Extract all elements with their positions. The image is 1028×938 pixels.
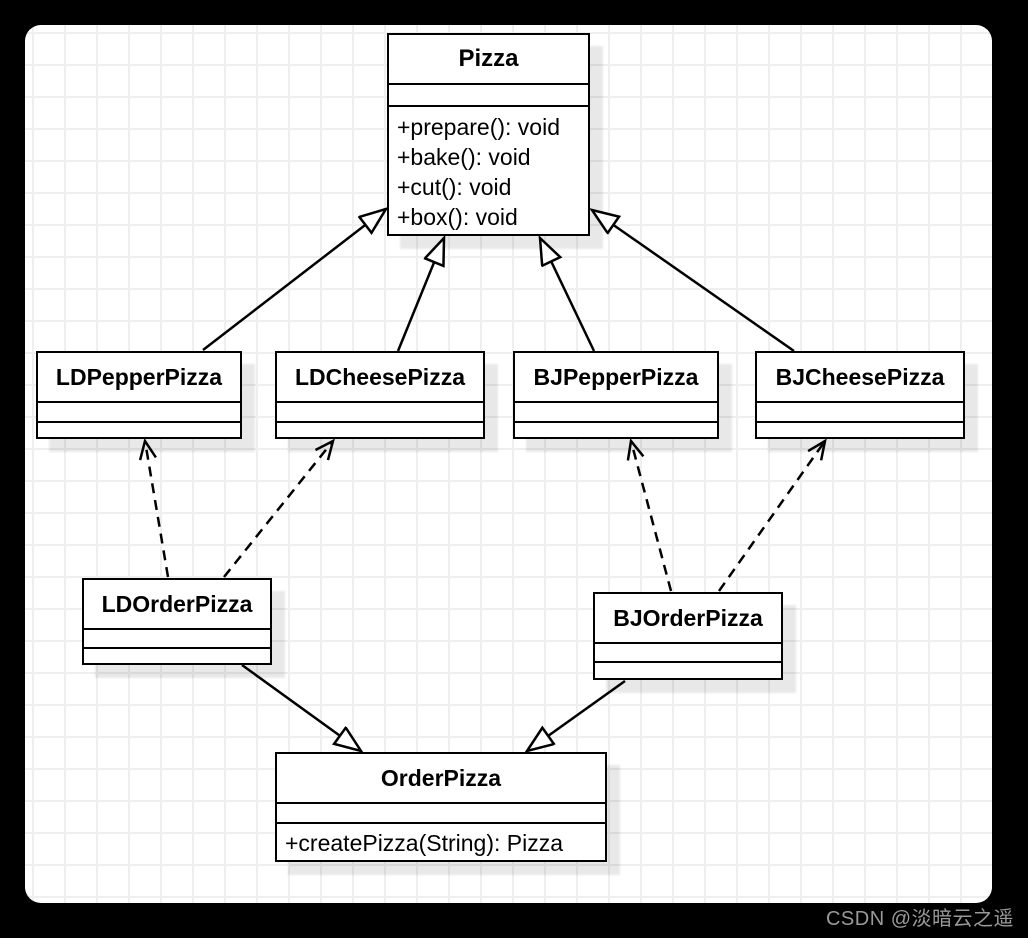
class-bjorderpizza-methods <box>595 663 781 678</box>
method-bake: +bake(): void <box>397 144 531 170</box>
method-box: +box(): void <box>397 204 518 230</box>
class-bjpepperpizza-methods <box>515 423 717 437</box>
class-pizza-attributes <box>389 85 588 107</box>
class-bjpepperpizza-attributes <box>515 403 717 423</box>
method-createpizza: +createPizza(String): Pizza <box>285 830 564 856</box>
class-ldorderpizza-attributes <box>84 630 270 649</box>
class-ldorderpizza: LDOrderPizza <box>82 578 272 665</box>
class-pizza-title: Pizza <box>389 35 588 85</box>
class-orderpizza: OrderPizza +createPizza(String): Pizza <box>275 752 607 862</box>
class-bjorderpizza: BJOrderPizza <box>593 592 783 680</box>
class-ldpepperpizza-title: LDPepperPizza <box>38 353 240 403</box>
class-bjorderpizza-attributes <box>595 644 781 663</box>
class-ldcheesepizza: LDCheesePizza <box>275 351 485 439</box>
class-bjcheesepizza: BJCheesePizza <box>755 351 965 439</box>
class-orderpizza-title: OrderPizza <box>277 754 605 804</box>
class-orderpizza-methods: +createPizza(String): Pizza <box>277 824 605 863</box>
class-ldcheesepizza-title: LDCheesePizza <box>277 353 483 403</box>
method-prepare: +prepare(): void <box>397 114 560 140</box>
class-ldcheesepizza-attributes <box>277 403 483 423</box>
class-bjpepperpizza: BJPepperPizza <box>513 351 719 439</box>
class-ldorderpizza-methods <box>84 649 270 663</box>
class-ldcheesepizza-methods <box>277 423 483 437</box>
class-bjcheesepizza-methods <box>757 423 963 437</box>
class-bjorderpizza-title: BJOrderPizza <box>595 594 781 644</box>
class-pizza-methods: +prepare(): void +bake(): void +cut(): v… <box>389 107 588 237</box>
class-ldpepperpizza: LDPepperPizza <box>36 351 242 439</box>
class-bjcheesepizza-title: BJCheesePizza <box>757 353 963 403</box>
class-bjcheesepizza-attributes <box>757 403 963 423</box>
class-ldpepperpizza-attributes <box>38 403 240 423</box>
class-bjpepperpizza-title: BJPepperPizza <box>515 353 717 403</box>
class-ldorderpizza-title: LDOrderPizza <box>84 580 270 630</box>
csdn-watermark: CSDN @淡暗云之遥 <box>825 908 1014 930</box>
class-ldpepperpizza-methods <box>38 423 240 437</box>
class-pizza: Pizza +prepare(): void +bake(): void +cu… <box>387 33 590 236</box>
method-cut: +cut(): void <box>397 174 512 200</box>
class-orderpizza-attributes <box>277 804 605 824</box>
